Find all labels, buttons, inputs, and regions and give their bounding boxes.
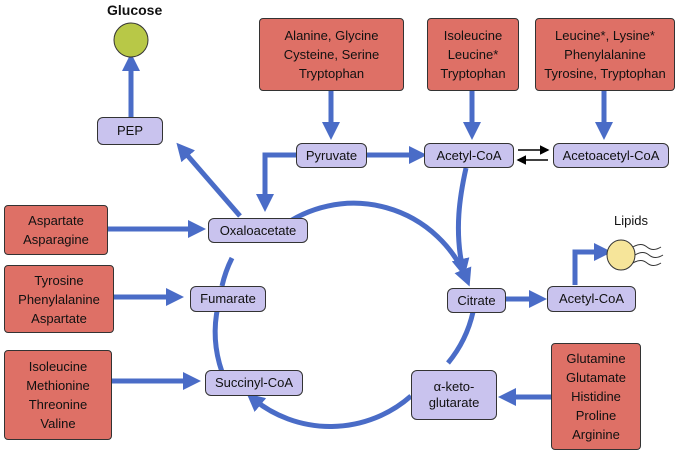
aa-name: Cysteine, Serine [283,47,380,62]
aa-name: Proline [575,408,617,423]
aa-group-to-acetoacetyl-coa: Leucine*, Lysine* Phenylalanine Tyrosine… [535,18,675,91]
arrow-pyruvate-to-oxaloacetate [255,152,296,212]
aa-name: Valine [40,416,76,431]
aa-name: Isoleucine [28,359,88,374]
arrow-acetylcoa-to-citrate [451,167,470,277]
node-oxaloacetate: Oxaloacetate [208,218,308,243]
aa-name: Glutamine [566,351,626,366]
aa-name: Phenylalanine [564,47,646,62]
aa-name: Tyrosine, Tryptophan [544,66,666,81]
aa-name: Aspartate [28,213,84,228]
aa-group-to-succinyl-coa: Isoleucine Methionine Threonine Valine [4,350,112,440]
arrow-oxaloacetate-to-pep [176,142,242,218]
glucose-label: Glucose [107,2,163,18]
aa-group-to-pyruvate: Alanine, Glycine Cysteine, Serine Trypto… [259,18,404,91]
aa-name: Tryptophan [440,66,506,81]
node-alpha-ketoglutarate-line1: α-keto- [433,379,475,394]
aa-name: Isoleucine [443,28,503,43]
node-fumarate: Fumarate [190,286,266,312]
aa-name: Asparagine [23,232,89,247]
node-pyruvate: Pyruvate [296,143,367,168]
aa-group-to-fumarate: Tyrosine Phenylalanine Aspartate [4,265,114,333]
lipids-label: Lipids [614,213,648,228]
cycle-arc-citrate-to-ketoglutarate [446,311,476,365]
node-succinyl-coa: Succinyl-CoA [205,370,303,396]
cycle-arc-oxaloacetate-to-citrate [278,200,472,287]
aa-name: Threonine [28,397,88,412]
aa-name: Phenylalanine [18,291,100,307]
node-alpha-ketoglutarate-line2: glutarate [428,395,480,410]
aa-name: Alanine, Glycine [284,28,379,43]
aa-name: Aspartate [31,310,87,326]
arrow-acetylcoa-to-lipids [572,243,612,285]
aa-group-to-oxaloacetate: Aspartate Asparagine [4,205,108,255]
aa-name: Glutamate [566,370,626,385]
cycle-arc-succinyl-to-fumarate [212,305,225,373]
aa-name: Leucine*, Lysine* [555,28,655,43]
aa-name: Arginine [572,427,620,442]
aa-group-to-alpha-ketoglutarate: Glutamine Glutamate Histidine Proline Ar… [551,343,641,450]
aa-name: Leucine* [447,47,499,62]
node-pep: PEP [97,117,163,145]
glucose-circle [113,22,149,58]
node-acetyl-coa-top: Acetyl-CoA [424,143,514,168]
cycle-arc-ketoglutarate-to-succinyl [246,393,413,429]
aa-name: Tyrosine [34,272,84,288]
aa-name: Histidine [571,389,621,404]
node-acetyl-coa-right: Acetyl-CoA [547,286,636,312]
node-acetoacetyl-coa: Acetoacetyl-CoA [553,143,669,168]
aa-name: Tryptophan [298,66,365,81]
aa-group-to-acetyl-coa: Isoleucine Leucine* Tryptophan [427,18,519,91]
node-alpha-ketoglutarate: α-keto- glutarate [411,370,497,420]
aa-name: Methionine [26,378,90,393]
node-citrate: Citrate [447,288,506,313]
lipid-droplet-icon [606,239,664,271]
cycle-arc-fumarate-to-oxaloacetate [219,256,235,287]
